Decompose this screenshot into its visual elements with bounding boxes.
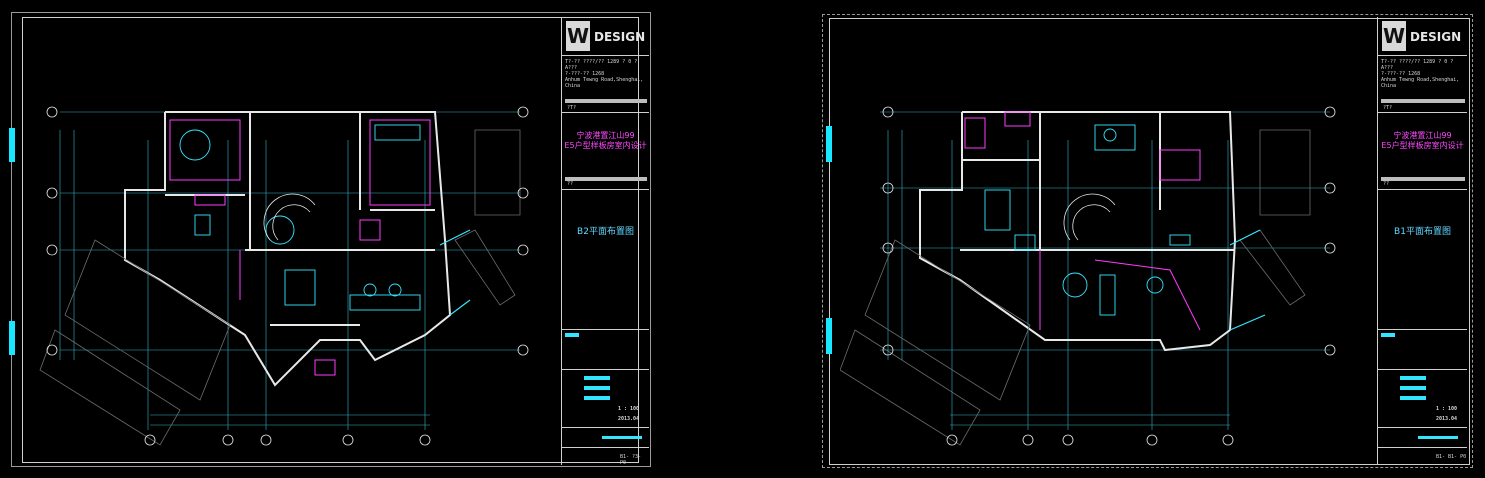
project-title-line1: 宁波港置江山99 bbox=[576, 131, 635, 140]
title-block-info-2: T?-?? ????/?? 1289 ? 0 ? A??? ?-???-?? 1… bbox=[1378, 55, 1467, 95]
signature-table: 1 : 100 2013.04 bbox=[562, 369, 649, 427]
label-a-2: ?T? bbox=[1383, 105, 1393, 111]
drawing-frame-2 bbox=[829, 18, 1470, 465]
date-value-2: 2013.04 bbox=[1436, 416, 1458, 422]
sign-bar-5 bbox=[1400, 386, 1426, 390]
scale-value: 1 : 100 bbox=[618, 406, 640, 412]
firm-address-2: T?-?? ????/?? 1289 ? 0 ? A??? ?-???-?? 1… bbox=[1381, 59, 1460, 89]
revision-bar-2 bbox=[1381, 333, 1395, 337]
sheet-edge-marker-bottom bbox=[9, 321, 15, 355]
sign-bar-1 bbox=[584, 376, 610, 380]
notes-cell bbox=[562, 427, 649, 447]
project-title-cell-2: 宁波港置江山99 E5户型样板房室内设计 bbox=[1378, 112, 1467, 172]
company-logo: W DESIGN bbox=[566, 21, 646, 51]
label-b: ?? bbox=[567, 181, 574, 187]
logo-letter-2: W bbox=[1382, 21, 1406, 51]
project-title-line2-2: E5户型样板房室内设计 bbox=[1381, 141, 1464, 150]
sheet-edge-marker-top-2 bbox=[826, 126, 832, 162]
project-title-line2: E5户型样板房室内设计 bbox=[564, 141, 647, 150]
firm-address: T?-?? ????/?? 1289 ? 0 ? A??? ?-???-?? 1… bbox=[565, 59, 644, 89]
sheet-edge-marker-bottom-2 bbox=[826, 318, 832, 354]
label-bar-2 bbox=[565, 177, 647, 181]
sheet-number-cell-2: B1- B1- P0 bbox=[1378, 447, 1467, 465]
label-a: ?T? bbox=[567, 105, 577, 111]
logo-text: DESIGN bbox=[594, 30, 646, 44]
notes-cell-2 bbox=[1378, 427, 1467, 447]
drawing-title-cell-2: B1平面布置图 bbox=[1378, 189, 1467, 329]
revision-table bbox=[562, 329, 649, 369]
sign-bar-2 bbox=[584, 386, 610, 390]
sheet-number-cell: B1- ?3- P0 bbox=[562, 447, 649, 466]
revision-bar bbox=[565, 333, 579, 337]
drawing-title-2: B1平面布置图 bbox=[1394, 227, 1451, 237]
logo-text-2: DESIGN bbox=[1410, 30, 1462, 44]
drawing-sheet-b1 bbox=[822, 14, 1473, 468]
label-bar-4 bbox=[1381, 177, 1465, 181]
date-value: 2013.04 bbox=[618, 416, 640, 422]
sheet-edge-marker-top bbox=[9, 128, 15, 162]
sheet-number: B1- ?3- P0 bbox=[620, 454, 642, 466]
drawing-title-cell: B2平面布置图 bbox=[562, 189, 649, 329]
title-block-b1: W DESIGN T?-?? ????/?? 1289 ? 0 ? A??? ?… bbox=[1377, 17, 1467, 465]
scale-value-2: 1 : 100 bbox=[1436, 406, 1458, 412]
company-logo-2: W DESIGN bbox=[1382, 21, 1462, 51]
drawing-title: B2平面布置图 bbox=[577, 227, 634, 237]
title-block-b2: W DESIGN T?-?? ????/?? 1289 ? 0 ? A??? ?… bbox=[561, 17, 649, 466]
project-title-cell: 宁波港置江山99 E5户型样板房室内设计 bbox=[562, 112, 649, 172]
sign-bar-3 bbox=[584, 396, 610, 400]
signature-table-2: 1 : 100 2013.04 bbox=[1378, 369, 1467, 427]
label-b-2: ?? bbox=[1383, 181, 1390, 187]
sheet-number-2: B1- B1- P0 bbox=[1436, 454, 1467, 460]
title-block-info: T?-?? ????/?? 1289 ? 0 ? A??? ?-???-?? 1… bbox=[562, 55, 649, 95]
notes-bar-2 bbox=[1418, 436, 1458, 439]
label-bar-3 bbox=[1381, 99, 1465, 103]
drawing-frame bbox=[22, 17, 639, 463]
notes-bar bbox=[602, 436, 642, 439]
label-bar bbox=[565, 99, 647, 103]
logo-letter: W bbox=[566, 21, 590, 51]
project-title-line1-2: 宁波港置江山99 bbox=[1393, 131, 1452, 140]
drawing-sheet-b2 bbox=[11, 12, 651, 467]
floor-plan-b1[interactable] bbox=[840, 100, 1370, 450]
revision-table-2 bbox=[1378, 329, 1467, 369]
sign-bar-6 bbox=[1400, 396, 1426, 400]
floor-plan-b2[interactable] bbox=[30, 100, 560, 450]
sign-bar-4 bbox=[1400, 376, 1426, 380]
